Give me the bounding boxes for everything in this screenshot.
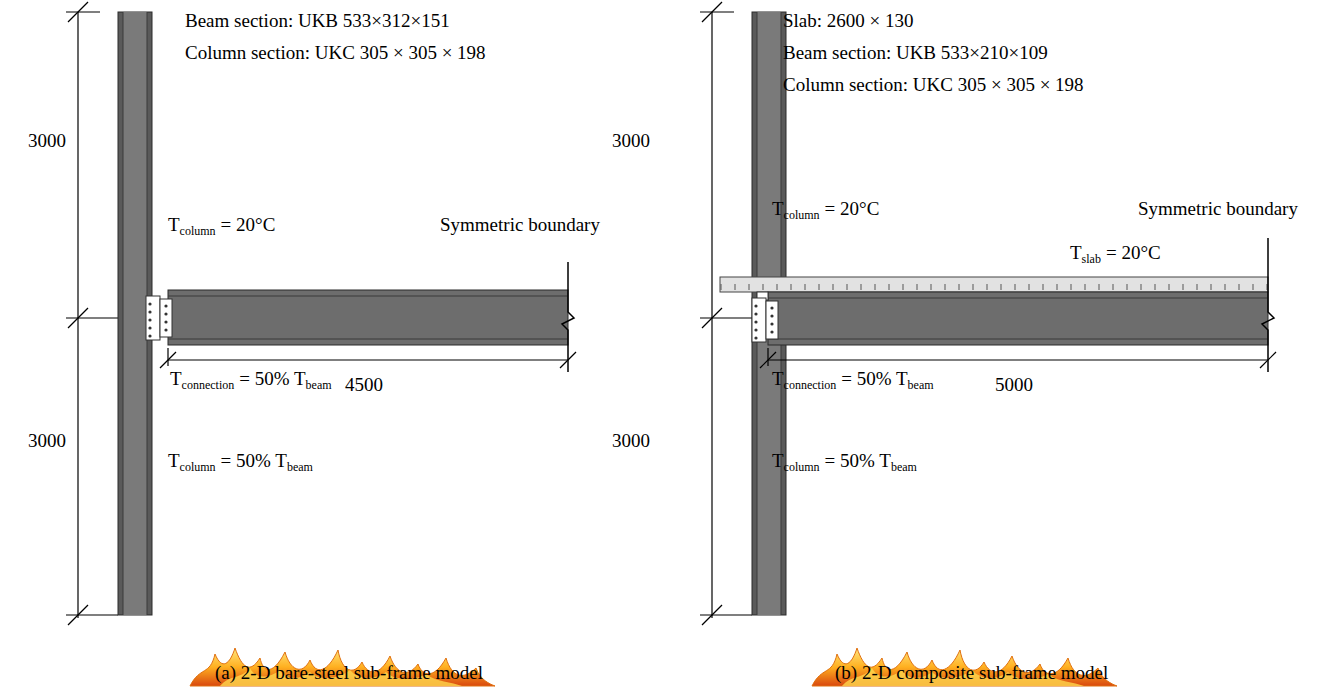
boundary-note: Symmetric boundary bbox=[1138, 196, 1298, 222]
label-text: = 50% T bbox=[841, 368, 907, 389]
subscript-text: beam bbox=[306, 378, 332, 392]
temperature-note: Tconnection = 50% Tbeam bbox=[772, 366, 934, 393]
label-text: T bbox=[772, 368, 784, 389]
label-text: T bbox=[772, 450, 784, 471]
subscript-text: connection bbox=[182, 378, 235, 392]
label-text: 5000 bbox=[995, 374, 1033, 395]
temperature-note: Tcolumn = 50% Tbeam bbox=[168, 448, 313, 475]
label-text: T bbox=[168, 214, 180, 235]
label-text: Column section: UKC 305 × 305 × 198 bbox=[783, 74, 1084, 95]
label-text: T bbox=[170, 368, 182, 389]
dimension-text: 3000 bbox=[28, 128, 66, 154]
label-text: 3000 bbox=[612, 430, 650, 451]
dimension-text: 3000 bbox=[612, 428, 650, 454]
section-note: Beam section: UKB 533×312×151 bbox=[185, 8, 450, 34]
subscript-text: beam bbox=[287, 460, 313, 474]
label-text: = 20°C bbox=[221, 214, 276, 235]
section-note: Beam section: UKB 533×210×109 bbox=[783, 40, 1048, 66]
label-text: = 50% T bbox=[239, 368, 305, 389]
dimension-text: 5000 bbox=[995, 372, 1033, 398]
subscript-text: column bbox=[180, 224, 216, 238]
caption-text: (b) 2-D composite sub-frame model bbox=[835, 660, 1108, 686]
label-text: Beam section: UKB 533×210×109 bbox=[783, 42, 1048, 63]
label-text: = 20°C bbox=[825, 198, 880, 219]
temperature-note: Tcolumn = 50% Tbeam bbox=[772, 448, 917, 475]
temperature-note: Tconnection = 50% Tbeam bbox=[170, 366, 332, 393]
label-text: 4500 bbox=[345, 374, 383, 395]
label-text: Column section: UKC 305 × 305 × 198 bbox=[185, 42, 486, 63]
label-text: (b) 2-D composite sub-frame model bbox=[835, 662, 1108, 683]
label-text: 3000 bbox=[28, 130, 66, 151]
slab-note: Slab: 2600 × 130 bbox=[783, 8, 914, 34]
subscript-text: column bbox=[180, 460, 216, 474]
temperature-note: Tcolumn = 20°C bbox=[168, 212, 275, 239]
label-text: T bbox=[772, 198, 784, 219]
label-text: T bbox=[168, 450, 180, 471]
temperature-note: Tslab = 20°C bbox=[1070, 240, 1161, 267]
temperature-note: Tcolumn = 20°C bbox=[772, 196, 879, 223]
section-note: Column section: UKC 305 × 305 × 198 bbox=[783, 72, 1193, 98]
dimension-text: 3000 bbox=[28, 428, 66, 454]
dimension-text: 3000 bbox=[612, 128, 650, 154]
subscript-text: slab bbox=[1082, 252, 1101, 266]
label-text: Beam section: UKB 533×312×151 bbox=[185, 10, 450, 31]
label-text: Symmetric boundary bbox=[440, 214, 600, 235]
label-text: = 50% T bbox=[825, 450, 891, 471]
subscript-text: column bbox=[784, 460, 820, 474]
label-text: = 50% T bbox=[221, 450, 287, 471]
subscript-text: beam bbox=[891, 460, 917, 474]
boundary-note: Symmetric boundary bbox=[440, 212, 600, 238]
subscript-text: column bbox=[784, 208, 820, 222]
label-text: T bbox=[1070, 242, 1082, 263]
label-text: (a) 2-D bare-steel sub-frame model bbox=[215, 662, 483, 683]
section-note: Column section: UKC 305 × 305 × 198 bbox=[185, 40, 595, 66]
label-text: Slab: 2600 × 130 bbox=[783, 10, 914, 31]
caption-text: (a) 2-D bare-steel sub-frame model bbox=[215, 660, 483, 686]
label-text: = 20°C bbox=[1106, 242, 1161, 263]
dimension-text: 4500 bbox=[345, 372, 383, 398]
subscript-text: connection bbox=[784, 378, 837, 392]
subscript-text: beam bbox=[908, 378, 934, 392]
label-text: 3000 bbox=[612, 130, 650, 151]
label-text: Symmetric boundary bbox=[1138, 198, 1298, 219]
label-text: 3000 bbox=[28, 430, 66, 451]
